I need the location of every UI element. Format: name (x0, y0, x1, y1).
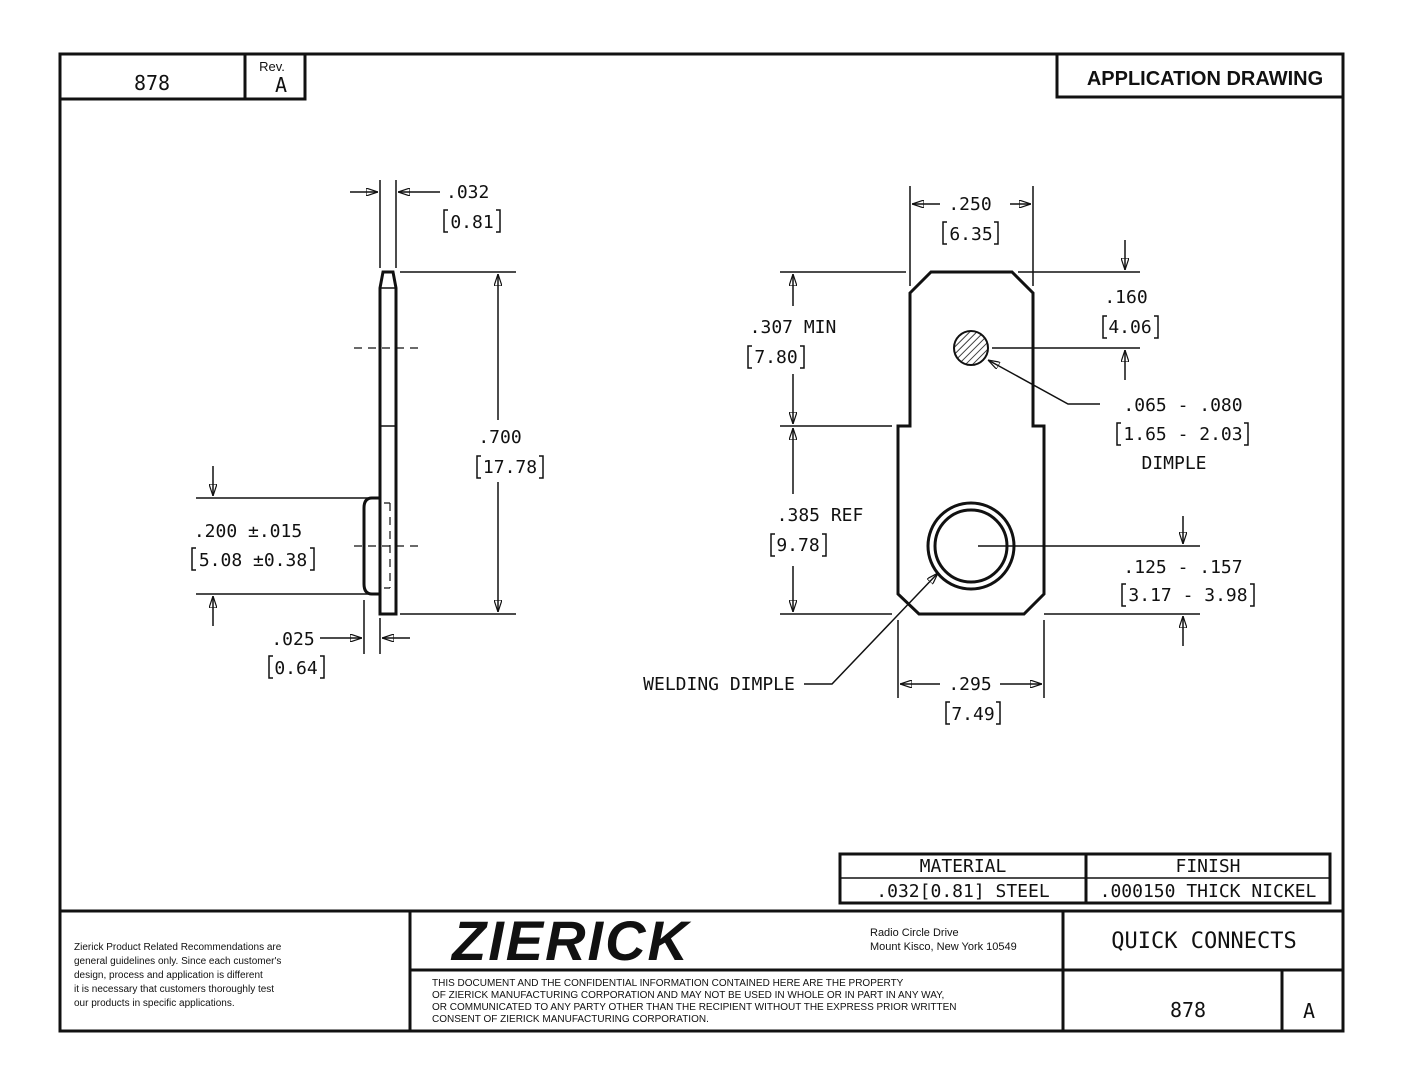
confidential-notice: THIS DOCUMENT AND THE CONFIDENTIAL INFOR… (432, 978, 959, 1025)
side-view: .032 0.81 .700 17.78 .200 ±.015 5.08 ±0.… (191, 180, 544, 679)
dim-dimple-pos-metric: 5.08 ±0.38 (199, 550, 307, 571)
footer-rev: A (1303, 999, 1315, 1023)
welding-dimple-label: WELDING DIMPLE (643, 674, 795, 695)
product-name: QUICK CONNECTS (1111, 929, 1296, 954)
header-part-number: 878 (134, 71, 170, 95)
dim-thickness-metric: 0.81 (450, 212, 493, 233)
footer-part-number: 878 (1170, 998, 1206, 1022)
address-line1: Radio Circle Drive (870, 927, 959, 939)
dim-base-length-imperial: .385 REF (777, 505, 864, 526)
dim-width-base-imperial: .295 (948, 674, 991, 695)
rev-label: Rev. (259, 59, 285, 74)
dim-dimple-height-imperial: .025 (271, 629, 314, 650)
dim-length-imperial: .700 (478, 427, 521, 448)
sheet-border (58, 52, 1345, 1033)
rev-value: A (275, 73, 287, 97)
dim-width-top-metric: 6.35 (949, 224, 992, 245)
material-header: MATERIAL (920, 856, 1007, 877)
finish-value: .000150 THICK NICKEL (1100, 881, 1317, 902)
dimple-label: DIMPLE (1141, 453, 1206, 474)
address-line2: Mount Kisco, New York 10549 (870, 941, 1017, 953)
dim-dimple-dia-metric: 1.65 - 2.03 (1123, 424, 1242, 445)
dim-dimple-pos-imperial: .200 ±.015 (194, 521, 302, 542)
dim-tab-length-metric: 7.80 (754, 347, 797, 368)
finish-header: FINISH (1175, 856, 1240, 877)
company-logo: ZIERICK (450, 909, 692, 972)
front-view-profile (896, 270, 1046, 616)
material-value: .032[0.81] STEEL (876, 881, 1050, 902)
dim-width-top-imperial: .250 (948, 194, 991, 215)
dim-thickness-imperial: .032 (446, 182, 489, 203)
rev-box (243, 52, 307, 101)
dim-hole-dia-imperial: .125 - .157 (1123, 557, 1242, 578)
title-box (1055, 52, 1345, 99)
dim-dimple-offset-imperial: .160 (1104, 287, 1147, 308)
dim-dimple-offset-metric: 4.06 (1108, 317, 1151, 338)
front-view: .250 6.35 .307 MIN 7.80 .385 REF 9.78 .1… (643, 186, 1255, 725)
dim-dimple-dia-imperial: .065 - .080 (1123, 395, 1242, 416)
title-block: Zierick Product Related Recommendations … (60, 909, 1343, 1031)
header: 878 Rev. A APPLICATION DRAWING (58, 52, 1345, 101)
dim-hole-dia-metric: 3.17 - 3.98 (1128, 585, 1247, 606)
dim-base-length-metric: 9.78 (776, 535, 819, 556)
dim-dimple-height-metric: 0.64 (274, 658, 317, 679)
side-view-profile (378, 270, 398, 616)
dim-tab-length-imperial: .307 MIN (750, 317, 837, 338)
dim-length-metric: 17.78 (483, 457, 537, 478)
dim-width-base-metric: 7.49 (951, 704, 994, 725)
drawing-title: APPLICATION DRAWING (1087, 68, 1323, 90)
spec-table: MATERIAL .032[0.81] STEEL FINISH .000150… (838, 852, 1332, 905)
dimple-circle (953, 330, 989, 366)
disclaimer: Zierick Product Related Recommendations … (74, 942, 284, 1009)
